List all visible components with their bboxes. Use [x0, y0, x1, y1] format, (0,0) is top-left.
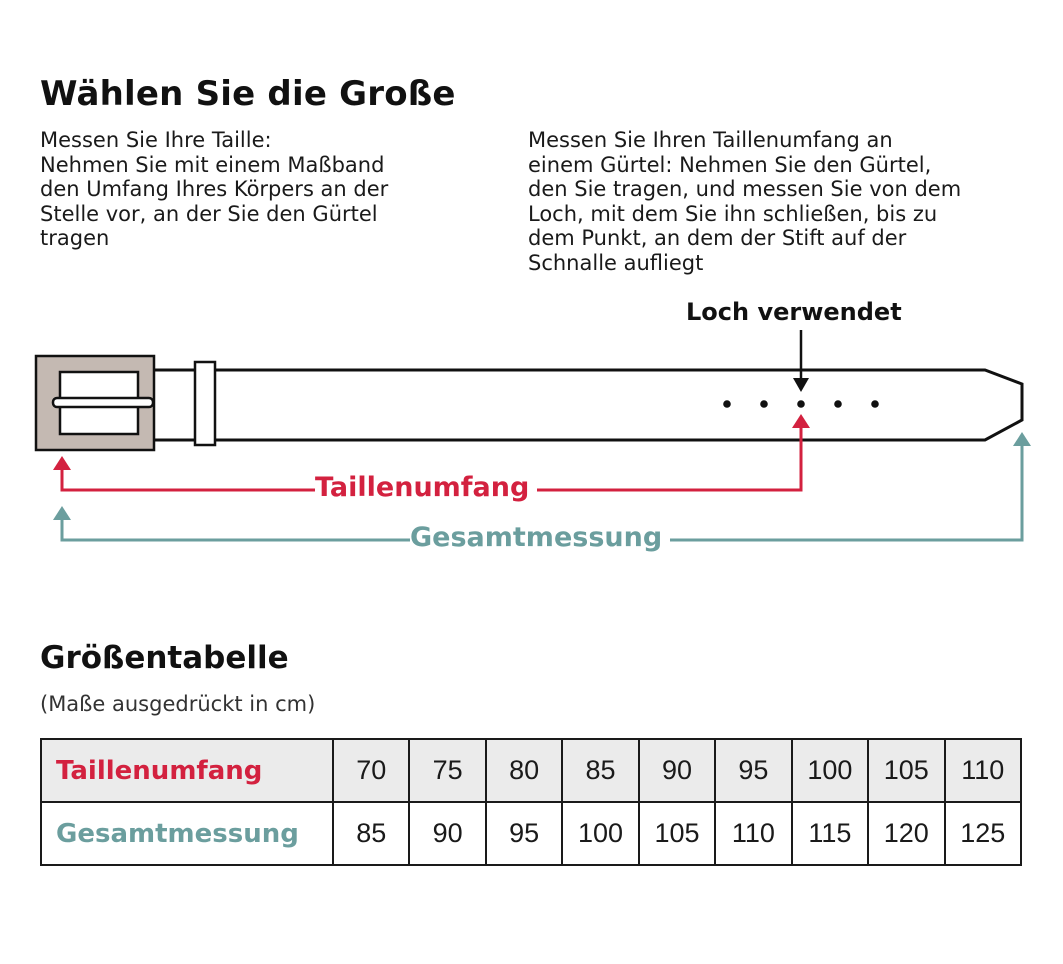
belt-strap [155, 368, 1024, 442]
belt-hole [723, 400, 731, 408]
table-cell: 70 [331, 738, 411, 803]
waist-measure-label: Taillenumfang [315, 472, 538, 503]
table-cell: 90 [637, 738, 717, 803]
table-cell: 110 [943, 738, 1022, 803]
instruction-line: tragen [40, 226, 110, 250]
table-row-waist: Taillenumfang 70 75 80 85 90 95 100 105 … [40, 738, 1022, 803]
table-cell: 105 [867, 738, 946, 803]
belt-measure-instructions: Messen Sie Ihren Taillenumfang an einem … [528, 128, 961, 275]
belt-diagram [34, 330, 1031, 542]
size-table: Taillenumfang 70 75 80 85 90 95 100 105 … [40, 738, 1022, 866]
table-cell: 95 [484, 801, 564, 866]
table-cell: 95 [714, 738, 793, 803]
table-cell: 85 [331, 801, 411, 866]
table-row-total: Gesamtmessung 85 90 95 100 105 110 115 1… [40, 801, 1022, 866]
total-measure-label: Gesamtmessung [410, 522, 671, 553]
table-cell: 125 [943, 801, 1022, 866]
instruction-line: Schnalle aufliegt [528, 250, 704, 275]
instruction-line: Messen Sie Ihren Taillenumfang an [528, 128, 893, 152]
table-cell: 85 [561, 738, 640, 803]
waist-arrow-left [53, 456, 71, 470]
table-cell: 110 [714, 801, 793, 866]
table-cell: 120 [867, 801, 946, 866]
instruction-line: Nehmen Sie mit einem Maßband [40, 152, 385, 177]
belt-hole [797, 400, 805, 408]
belt-hole [760, 400, 768, 408]
hole-used-label: Loch verwendet [686, 298, 902, 326]
buckle-prong [51, 396, 155, 409]
table-cell: 100 [790, 738, 870, 803]
page-title: Wählen Sie die Große [40, 74, 456, 114]
waist-measure-instructions: Messen Sie Ihre Taille: Nehmen Sie mit e… [40, 128, 388, 251]
table-cell: 75 [408, 738, 487, 803]
instruction-line: Messen Sie Ihre Taille: [40, 128, 272, 152]
table-cell: 80 [484, 738, 564, 803]
belt-hole [834, 400, 842, 408]
instruction-line: einem Gürtel: Nehmen Sie den Gürtel, [528, 152, 932, 177]
waist-arrow-right [792, 414, 810, 428]
units-note: (Maße ausgedrückt in cm) [40, 692, 316, 716]
row-label: Taillenumfang [40, 738, 334, 803]
instruction-line: dem Punkt, an dem der Stift auf der [528, 226, 907, 250]
instruction-line: den Sie tragen, und messen Sie von dem [528, 177, 962, 201]
table-cell: 105 [637, 801, 717, 866]
instruction-line: Stelle vor, an der Sie den Gürtel [40, 201, 378, 226]
row-label: Gesamtmessung [40, 801, 334, 866]
belt-hole [871, 400, 879, 408]
hole-pointer-head [793, 378, 809, 392]
instruction-line: den Umfang Ihres Körpers an der [40, 177, 389, 201]
size-chart-title: Größentabelle [40, 640, 289, 676]
belt-loop [193, 360, 217, 447]
table-cell: 100 [561, 801, 640, 866]
total-arrow-right [1013, 432, 1031, 446]
instruction-line: Loch, mit dem Sie ihn schließen, bis zu [528, 201, 938, 226]
table-cell: 115 [790, 801, 870, 866]
table-cell: 90 [408, 801, 487, 866]
total-arrow-left [53, 506, 71, 520]
